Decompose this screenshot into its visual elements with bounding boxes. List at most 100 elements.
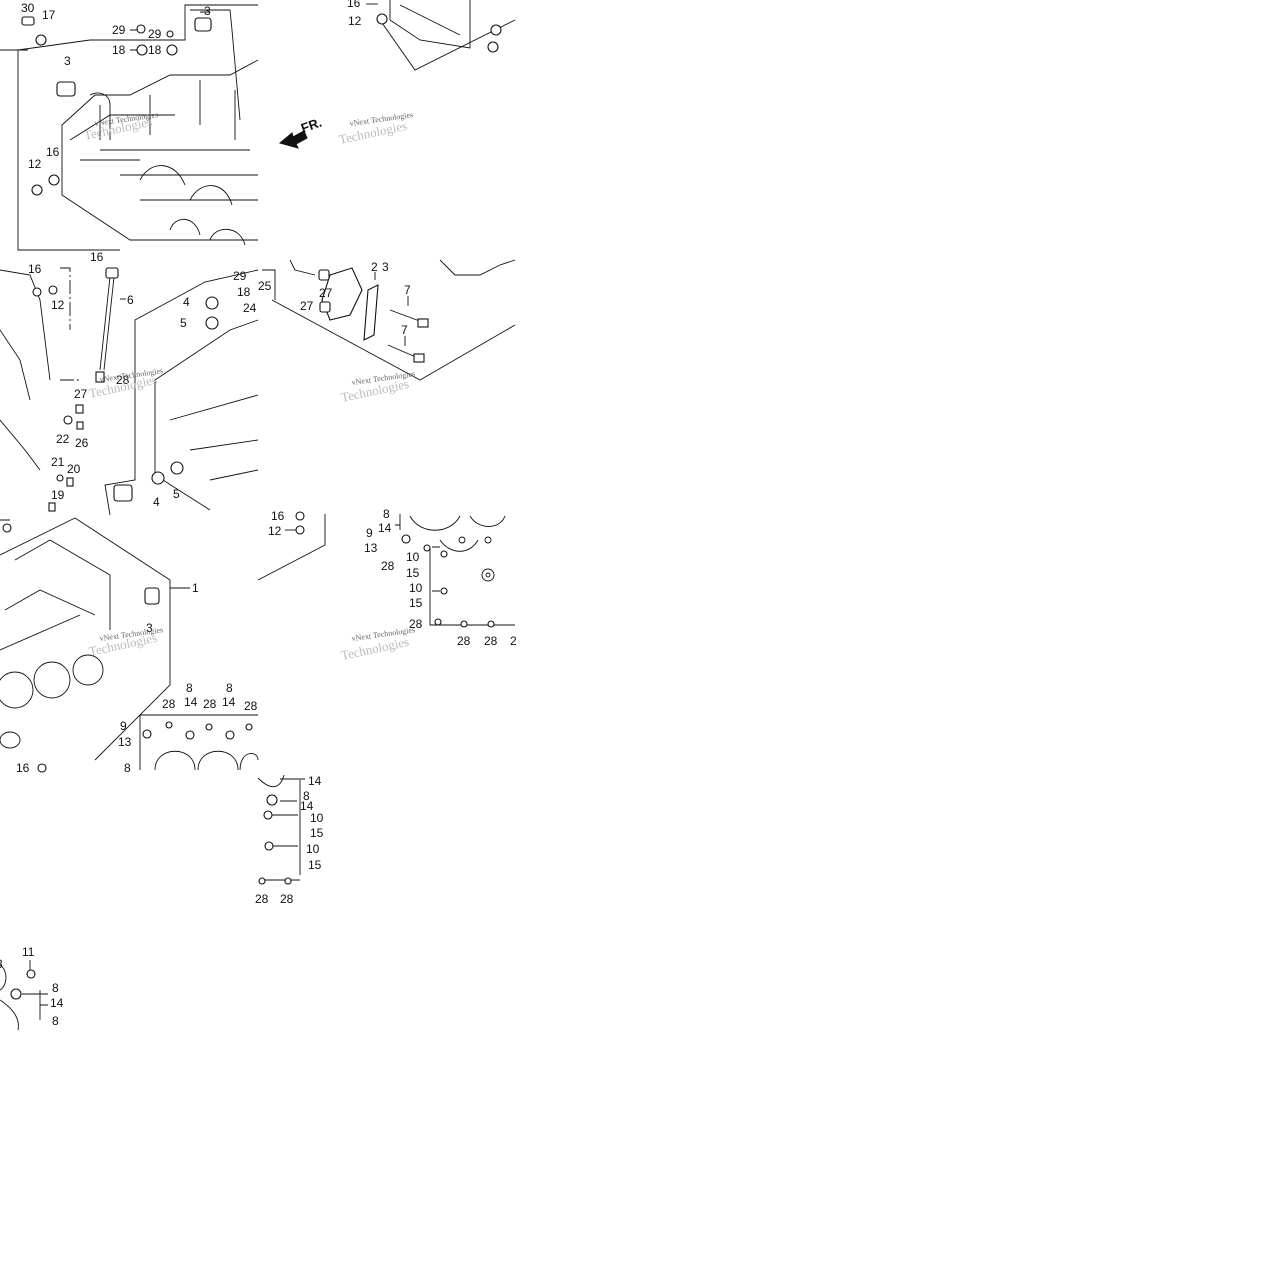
part-number: 11 bbox=[22, 945, 35, 959]
dowel-pin-icon bbox=[76, 421, 84, 430]
part-number: 12 bbox=[268, 524, 282, 538]
dipstick-tube-icon bbox=[95, 371, 105, 383]
tile-cylinder-block: 1 3 28 8 14 28 8 14 28 9 13 8 16 vNext T… bbox=[0, 517, 259, 775]
part-number: 28 bbox=[484, 634, 498, 648]
gasket-hole-icon bbox=[245, 723, 253, 731]
tile-bearing-cap: 2 3 27 27 7 7 25 vNext Technologies Tech… bbox=[258, 259, 516, 405]
tile-front-direction: 16 12 FR. vNext Technologies Technologie… bbox=[278, 0, 516, 149]
part-number: 12 bbox=[28, 157, 42, 171]
part-number: 19 bbox=[51, 488, 65, 502]
part-number: 14 bbox=[308, 774, 322, 788]
part-number: 18 bbox=[112, 43, 126, 57]
part-number: 20 bbox=[67, 462, 81, 476]
part-number: 21 bbox=[51, 455, 65, 469]
part-number: 10 bbox=[306, 842, 320, 856]
part-number: 8 bbox=[303, 789, 310, 803]
gasket-hole-icon bbox=[225, 730, 235, 740]
part-number: 13 bbox=[118, 735, 132, 749]
part-number: 8 bbox=[52, 981, 59, 995]
gasket-hole-icon bbox=[487, 620, 495, 628]
part-number: 5 bbox=[173, 487, 180, 501]
part-number: 8 bbox=[52, 1014, 59, 1028]
part-number: 15 bbox=[308, 858, 322, 872]
part-number: 12 bbox=[51, 298, 65, 312]
part-number: 16 bbox=[90, 250, 104, 264]
part-number: 8 bbox=[186, 681, 193, 695]
part-number: 14 bbox=[222, 695, 236, 709]
part-number: 22 bbox=[56, 432, 70, 446]
part-number: 28 bbox=[255, 892, 269, 906]
washer-icon bbox=[295, 511, 305, 521]
part-number: 4 bbox=[183, 295, 190, 309]
part-number: 16 bbox=[271, 509, 285, 523]
dowel-pin-icon bbox=[144, 587, 160, 605]
bolt-head-icon bbox=[48, 285, 58, 295]
gasket-hole-icon bbox=[284, 877, 292, 885]
washer-icon bbox=[376, 13, 388, 25]
washer-icon bbox=[205, 316, 219, 330]
part-number: 29 bbox=[148, 27, 162, 41]
part-number: 24 bbox=[243, 301, 257, 315]
part-number: 16 bbox=[347, 0, 361, 10]
gasket-hole-icon bbox=[205, 723, 213, 731]
bolt-head-icon bbox=[166, 30, 174, 38]
dowel-pin-icon bbox=[319, 301, 331, 313]
part-number: 14 bbox=[184, 695, 198, 709]
gasket-hole-icon bbox=[440, 550, 448, 558]
bolt-head-icon bbox=[417, 318, 429, 328]
bolt-head-icon bbox=[136, 24, 146, 34]
gasket-hole-icon bbox=[165, 721, 173, 729]
part-number: 15 bbox=[310, 826, 324, 840]
tile-dipstick-crankcase: 16 12 6 4 5 27 28 22 26 21 20 19 5 4 29 … bbox=[0, 262, 259, 516]
part-number: 7 bbox=[404, 283, 411, 297]
part-number: 27 bbox=[74, 387, 88, 401]
part-number: 7 bbox=[401, 323, 408, 337]
washer-icon bbox=[166, 44, 178, 56]
o-ring-icon bbox=[56, 474, 64, 482]
part-number: 28 bbox=[116, 373, 130, 387]
part-number: 8 bbox=[383, 507, 390, 521]
part-number: 18 bbox=[237, 285, 251, 299]
bolt-head-icon bbox=[205, 296, 219, 310]
bolt-head-icon bbox=[487, 41, 499, 53]
washer-icon bbox=[35, 34, 47, 46]
part-number: 14 bbox=[378, 521, 392, 535]
part-number: 3 bbox=[64, 54, 71, 68]
tile-gasket-edge: 11 8 14 8 3 bbox=[0, 945, 64, 1031]
part-number: 17 bbox=[42, 8, 56, 22]
part-number: 2 bbox=[510, 634, 517, 648]
part-number: 3 bbox=[146, 621, 153, 635]
part-number: 28 bbox=[280, 892, 294, 906]
part-number: 10 bbox=[406, 550, 420, 564]
part-number: 8 bbox=[124, 761, 131, 775]
bearing-cap-icon bbox=[321, 267, 363, 321]
o-ring-icon bbox=[63, 415, 73, 425]
dowel-pin-icon bbox=[48, 502, 56, 512]
part-number: 8 bbox=[226, 681, 233, 695]
part-number: 18 bbox=[148, 43, 162, 57]
part-number: 28 bbox=[203, 697, 217, 711]
part-number: 30 bbox=[21, 1, 35, 15]
bolt-head-icon bbox=[32, 287, 42, 297]
gasket-hole-icon bbox=[185, 730, 195, 740]
gasket-hole-icon bbox=[423, 544, 431, 552]
part-number: 28 bbox=[457, 634, 471, 648]
gasket-hole-icon bbox=[142, 729, 152, 739]
part-number: 16 bbox=[28, 262, 42, 276]
part-number: 4 bbox=[153, 495, 160, 509]
part-number: 13 bbox=[364, 541, 378, 555]
washer-icon bbox=[136, 44, 148, 56]
dowel-pin-icon bbox=[75, 404, 84, 414]
part-number: 27 bbox=[300, 299, 314, 313]
part-number: 15 bbox=[409, 596, 423, 610]
gasket-hole-icon bbox=[266, 794, 278, 806]
part-number: 10 bbox=[310, 811, 324, 825]
dipstick-handle-icon bbox=[105, 267, 119, 279]
front-direction-label: FR. bbox=[299, 115, 324, 136]
part-number: 28 bbox=[381, 559, 395, 573]
part-number: 2 bbox=[371, 260, 378, 274]
bolt-head-icon bbox=[37, 763, 47, 773]
part-number: 3 bbox=[0, 957, 3, 971]
bolt-head-icon bbox=[490, 24, 502, 36]
gasket-hole-icon bbox=[434, 618, 442, 626]
